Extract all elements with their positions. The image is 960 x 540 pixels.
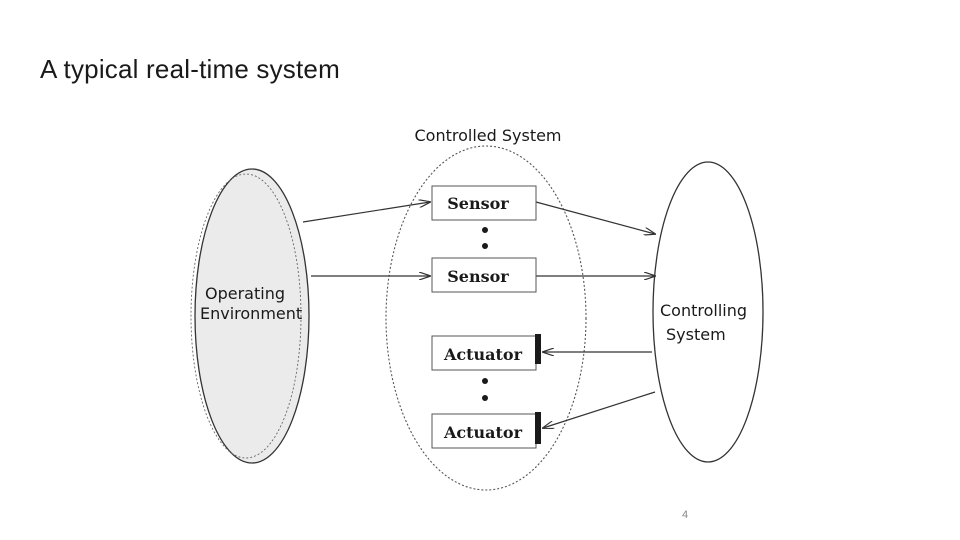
actuator-box-1: Actuator (431, 334, 541, 371)
sensor-label: Sensor (447, 267, 509, 286)
actuator-label: Actuator (443, 423, 523, 442)
arrow-env-to-sensor-1 (302, 202, 430, 223)
controlled-system-boundary (385, 145, 587, 491)
slide-title: A typical real-time system (40, 54, 340, 84)
controlling-system-label-line-1: Controlling (660, 301, 747, 320)
actuator-box-2: Actuator (431, 412, 541, 449)
operating-environment-shape (190, 168, 310, 464)
controlled-system-label: Controlled System (414, 126, 561, 145)
actuator-label: Actuator (443, 345, 523, 364)
operating-environment-label-line-2: Environment (200, 304, 302, 323)
sensor-ellipsis-dots (482, 227, 488, 249)
operating-environment-label-line-1: Operating (205, 284, 285, 303)
arrow-sensor-1-to-controller (535, 201, 655, 234)
actuator-ellipsis-dots (482, 378, 488, 401)
page-number: 4 (682, 509, 689, 521)
sensor-label: Sensor (447, 194, 509, 213)
arrow-controller-to-actuator-2 (543, 391, 656, 428)
sensor-box-2: Sensor (431, 257, 537, 293)
controlling-system-label-line-2: System (666, 325, 726, 344)
controlling-system-shape (652, 161, 764, 463)
sensor-box-1: Sensor (431, 185, 537, 221)
